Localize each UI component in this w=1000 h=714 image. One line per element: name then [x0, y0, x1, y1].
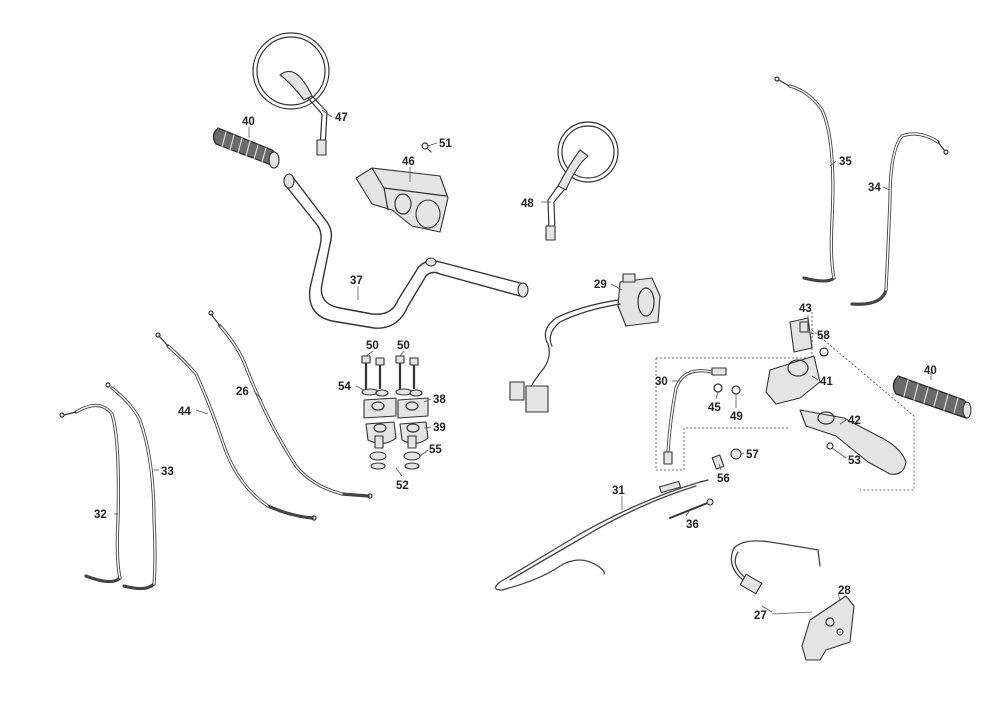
label-50-left: 50 [366, 340, 379, 352]
label-34: 34 [868, 182, 881, 194]
label-32: 32 [94, 509, 107, 521]
label-57: 57 [746, 449, 759, 461]
label-36: 36 [686, 519, 699, 531]
label-52: 52 [396, 480, 409, 492]
label-40-left: 40 [242, 116, 255, 128]
label-47: 47 [335, 112, 348, 124]
cable-44 [155, 332, 317, 521]
bracket-part-46 [355, 167, 449, 233]
label-29: 29 [594, 279, 607, 291]
label-27: 27 [754, 610, 767, 622]
label-41: 41 [820, 376, 833, 388]
cable-31 [494, 479, 709, 591]
label-35: 35 [839, 156, 852, 168]
label-33: 33 [161, 466, 174, 478]
label-44: 44 [178, 406, 191, 418]
bracket-28 [801, 595, 855, 661]
cable-32 [59, 403, 122, 584]
label-48: 48 [521, 198, 534, 210]
grip-right [892, 375, 972, 419]
label-40-right: 40 [924, 365, 937, 377]
label-49: 49 [730, 411, 743, 423]
label-58: 58 [817, 330, 830, 342]
label-28: 28 [838, 585, 851, 597]
label-38: 38 [433, 394, 446, 406]
label-56: 56 [717, 473, 730, 485]
label-26: 26 [236, 386, 249, 398]
label-31: 31 [612, 485, 625, 497]
mirror-left [252, 32, 330, 156]
leader-lines [114, 109, 932, 615]
cable-35 [774, 76, 836, 283]
label-39: 39 [433, 422, 446, 434]
sensor-cable-27 [730, 540, 821, 595]
label-53: 53 [848, 455, 861, 467]
grip-left [212, 127, 280, 169]
handlebar [283, 173, 529, 329]
label-43: 43 [799, 303, 812, 315]
label-50-right: 50 [397, 340, 410, 352]
cable-30 [663, 367, 741, 465]
clamp-hardware-right [395, 355, 429, 470]
cable-33 [105, 382, 157, 591]
clamp-hardware-left [361, 355, 397, 470]
small-parts-56-57 [711, 448, 742, 470]
switch-assembly [509, 273, 661, 413]
bolt-36 [669, 498, 714, 519]
part-labels: 47 40 51 46 37 48 29 35 34 43 58 41 40 3… [94, 112, 937, 622]
label-54: 54 [338, 381, 351, 393]
label-55: 55 [429, 444, 442, 456]
label-30: 30 [655, 376, 668, 388]
label-42: 42 [848, 415, 861, 427]
label-46: 46 [402, 156, 415, 168]
cable-34 [850, 132, 949, 306]
label-45: 45 [708, 402, 721, 414]
brake-lever-assembly [655, 312, 915, 491]
mirror-right [545, 121, 619, 241]
label-51: 51 [439, 138, 452, 150]
label-37: 37 [350, 275, 363, 287]
cable-26 [208, 310, 373, 499]
screw-51 [421, 142, 432, 153]
